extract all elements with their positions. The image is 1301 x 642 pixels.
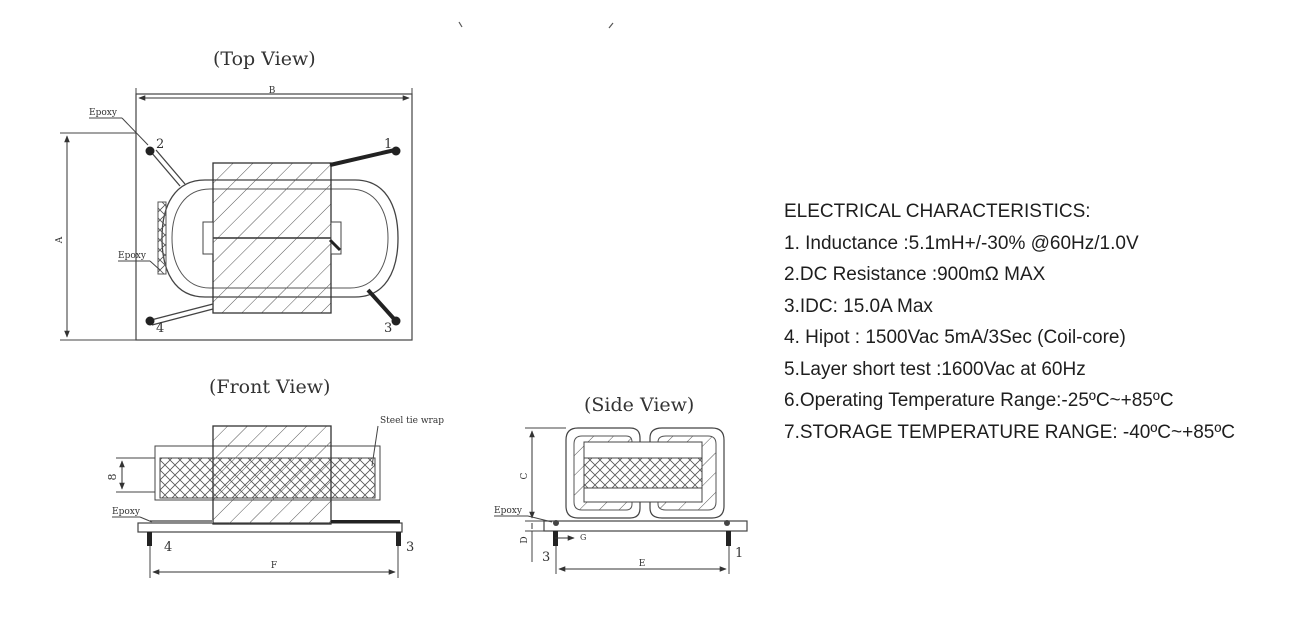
side-view-title: (Side View)	[584, 394, 695, 416]
pin-4-label: 4	[156, 321, 164, 336]
top-view-core-upper	[212, 162, 332, 239]
spec-operating-temperature: 6.Operating Temperature Range:-25ºC~+85º…	[784, 390, 1174, 411]
epoxy-label-front: Epoxy	[112, 507, 141, 517]
dimension-c-label: C	[520, 472, 530, 479]
front-pin-3	[396, 532, 401, 546]
pin-4-dot	[145, 316, 155, 326]
dimension-b-label: B	[269, 86, 276, 96]
pin-2-label: 2	[156, 137, 164, 152]
dimension-a-label: A	[55, 236, 65, 244]
spec-inductance: 1. Inductance :5.1mH+/-30% @60Hz/1.0V	[784, 232, 1139, 254]
mechanical-drawing: B A 2 1 3 4 Epoxy Epoxy	[55, 21, 748, 578]
dimension-g-label: G	[580, 533, 586, 542]
dimension-8-label: 8	[106, 474, 119, 481]
front-pin-3-label: 3	[406, 540, 414, 555]
top-view-base-plate	[135, 93, 413, 341]
dimension-e-label: E	[639, 559, 646, 569]
specs-heading: ELECTRICAL CHARACTERISTICS:	[784, 201, 1091, 222]
pin-1-label: 1	[384, 137, 392, 152]
front-pin-4	[147, 532, 152, 546]
side-view: 3 1 C D G E Epoxy	[494, 427, 748, 574]
front-view-title: (Front View)	[209, 376, 331, 398]
pin-1-dot	[391, 146, 401, 156]
steel-tie-wrap-label: Steel tie wrap	[380, 416, 444, 426]
pin-3-dot	[391, 316, 401, 326]
side-pin-1	[726, 531, 731, 546]
front-pin-4-label: 4	[164, 540, 172, 555]
epoxy-label-top: Epoxy	[89, 108, 118, 118]
side-view-winding	[583, 457, 703, 489]
dimension-d-label: D	[520, 536, 530, 543]
electrical-characteristics: ELECTRICAL CHARACTERISTICS: 1. Inductanc…	[784, 196, 1235, 448]
front-view-core	[212, 425, 332, 525]
side-pin-3-label: 3	[542, 550, 550, 565]
top-view-core-lower	[212, 237, 332, 314]
epoxy-label-mid: Epoxy	[118, 251, 147, 261]
spec-storage-temperature: 7.STORAGE TEMPERATURE RANGE: -40ºC~+85ºC	[784, 421, 1236, 443]
top-view: B A 2 1 3 4 Epoxy Epoxy	[55, 86, 413, 341]
top-view-title: (Top View)	[213, 48, 316, 70]
spec-layer-short-test: 5.Layer short test :1600Vac at 60Hz	[784, 358, 1086, 380]
spec-idc: 3.IDC: 15.0A Max	[784, 295, 933, 317]
front-view: 4 3 8 F Steel tie wrap Epoxy	[106, 416, 444, 578]
spec-dc-resistance: 2.DC Resistance :900mΩ MAX	[784, 264, 1046, 285]
side-view-base-plate	[543, 520, 748, 532]
side-pin-1-label: 1	[735, 546, 743, 561]
spec-hipot: 4. Hipot : 1500Vac 5mA/3Sec (Coil-core)	[784, 327, 1126, 348]
epoxy-label-side: Epoxy	[494, 506, 523, 516]
pin-2-dot	[145, 146, 155, 156]
dimension-f-label: F	[271, 561, 277, 571]
pin-3-label: 3	[384, 321, 392, 336]
